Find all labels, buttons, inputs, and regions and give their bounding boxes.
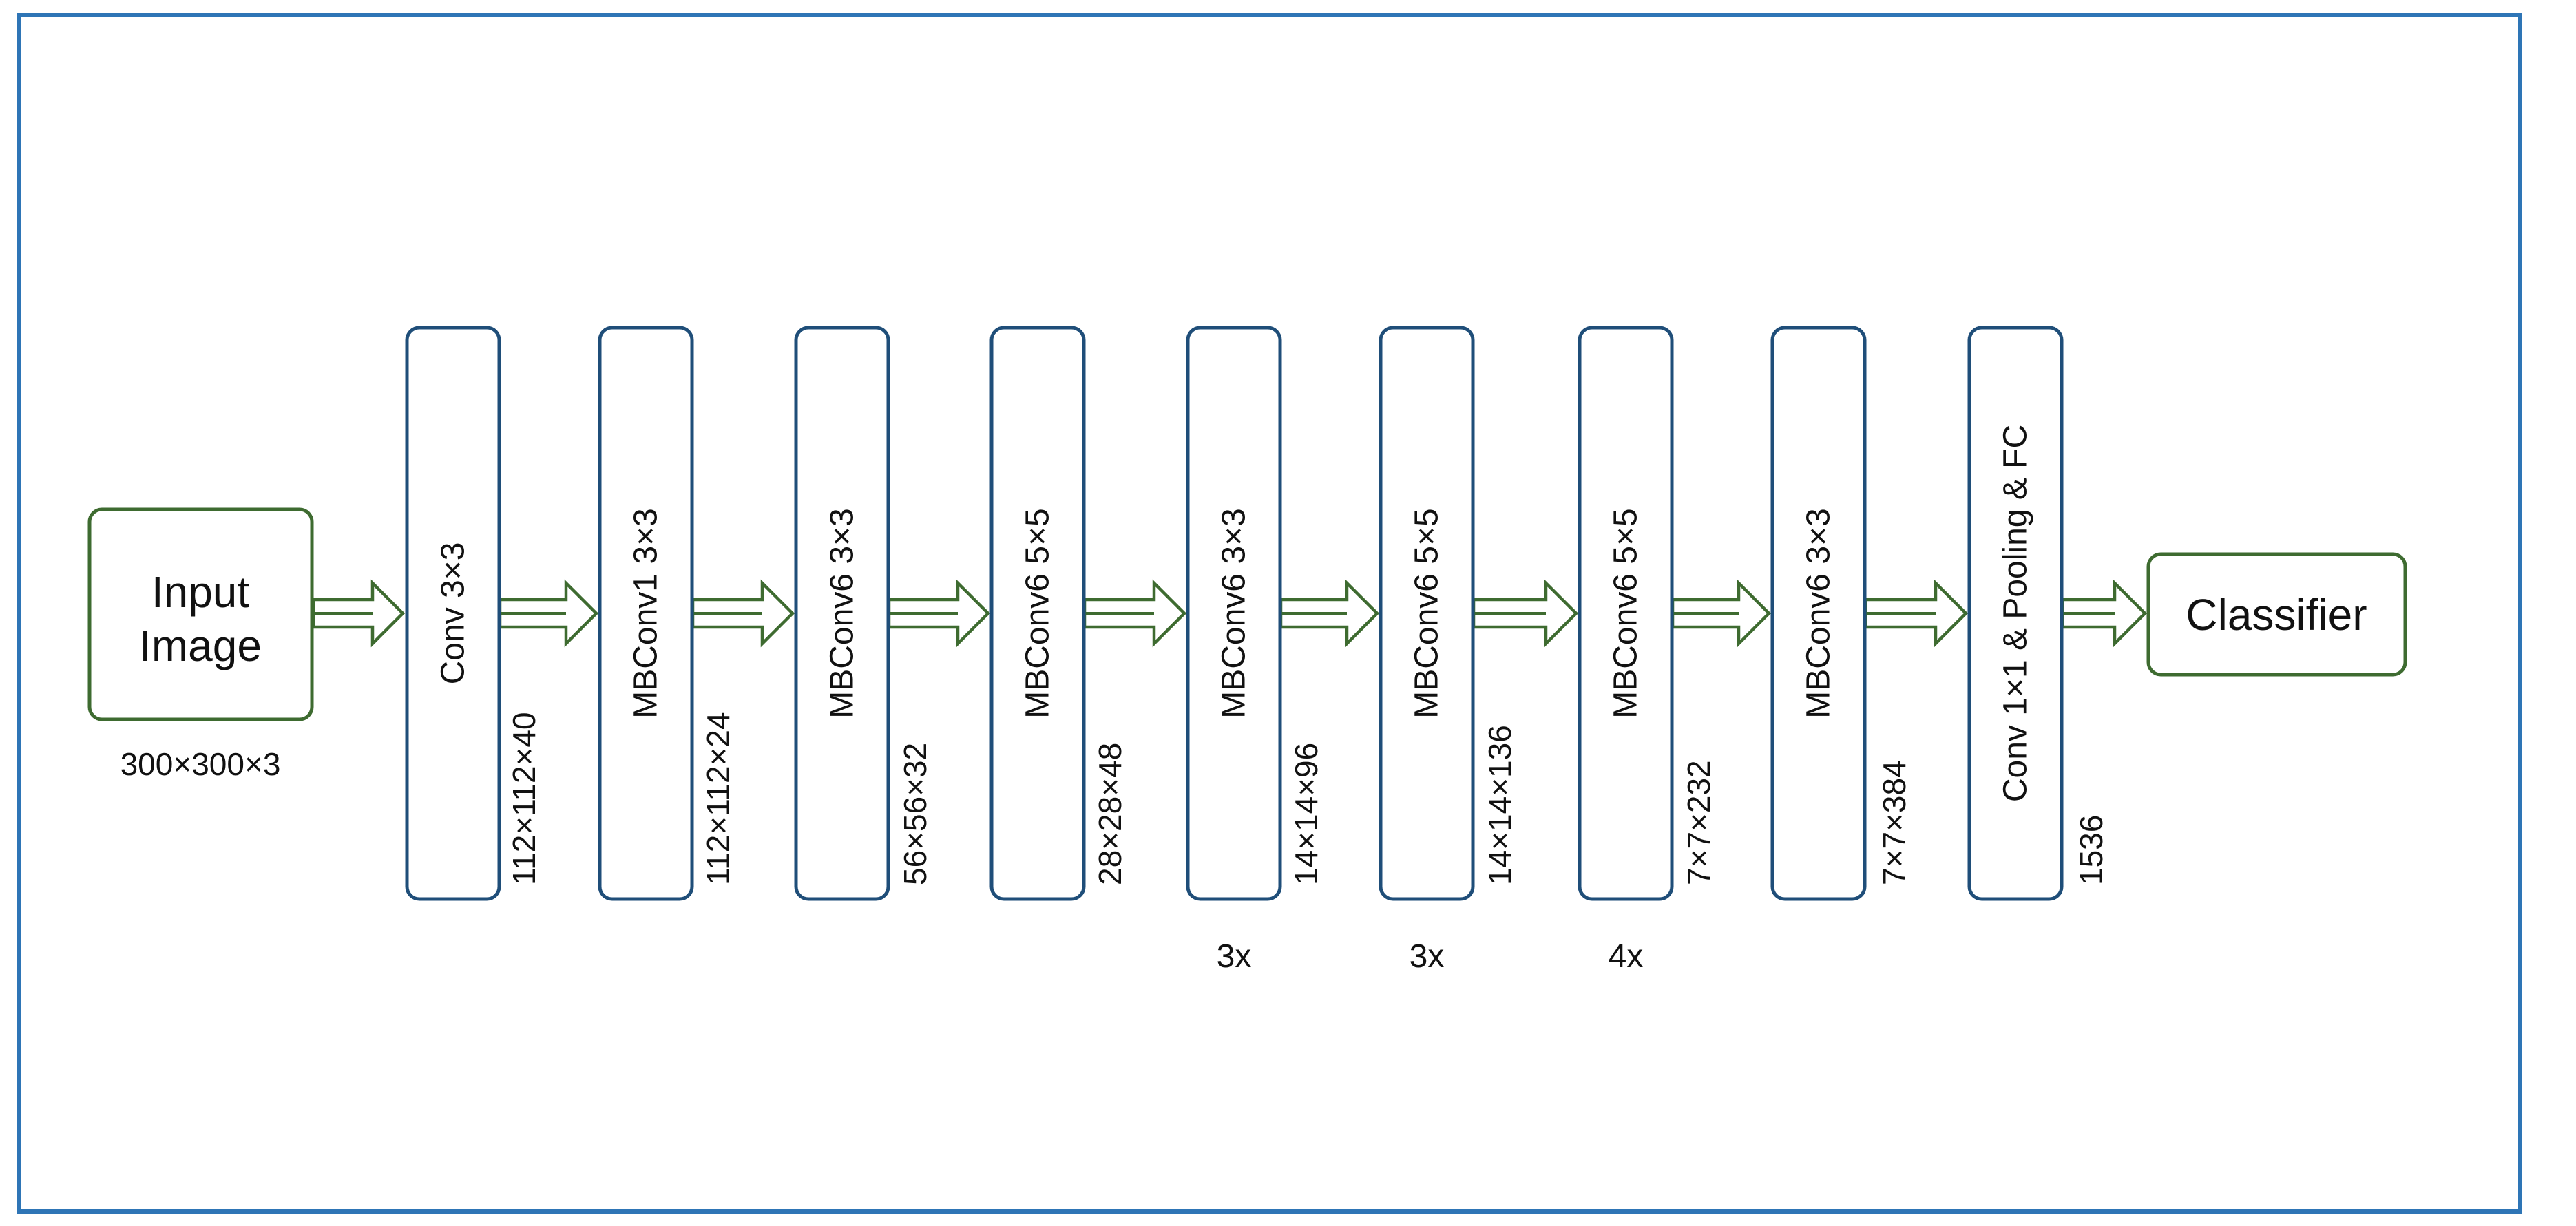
layer-repeat-count: 3x xyxy=(1410,938,1445,975)
layer-box xyxy=(1770,326,1867,901)
layer-block: MBConv6 3×3 7×7×384 xyxy=(1770,326,1912,901)
layer-repeat-count: 3x xyxy=(1217,938,1252,975)
layer-output-size: 14×14×96 xyxy=(1288,743,1324,885)
layer-box xyxy=(1578,326,1674,901)
classifier-box xyxy=(2146,552,2407,677)
input-image-node: Input Image 300×300×3 xyxy=(87,507,314,782)
layer-label: Conv 1×1 & Pooling & FC xyxy=(1998,425,2034,802)
classifier-label: Classifier xyxy=(2186,590,2367,640)
layer-output-size: 7×7×232 xyxy=(1681,760,1717,885)
layer-block: MBConv6 5×5 28×28×48 xyxy=(989,326,1128,901)
layer-block: MBConv1 3×3 112×112×24 xyxy=(598,326,736,901)
layer-output-size: 1536 xyxy=(2073,815,2109,885)
input-image-size: 300×300×3 xyxy=(121,746,281,782)
layer-output-size: 7×7×384 xyxy=(1876,760,1912,885)
layer-label: MBConv6 3×3 xyxy=(1216,508,1253,719)
layer-box xyxy=(405,326,501,901)
layer-block: MBConv6 3×3 14×14×96 3x xyxy=(1186,326,1324,975)
input-image-label-line2: Image xyxy=(139,621,262,670)
layer-label: MBConv6 3×3 xyxy=(1801,508,1837,719)
layer-output-size: 56×56×32 xyxy=(897,743,933,885)
layer-block: Conv 3×3 112×112×40 xyxy=(405,326,542,901)
layer-label: Conv 3×3 xyxy=(435,542,472,685)
layer-box xyxy=(1967,326,2064,901)
layer-output-size: 112×112×40 xyxy=(506,712,542,885)
layer-box xyxy=(989,326,1086,901)
layer-label: MBConv6 5×5 xyxy=(1409,508,1445,719)
flow-arrows xyxy=(311,579,2148,648)
layer-label: MBConv6 5×5 xyxy=(1020,508,1056,719)
layer-block: MBConv6 3×3 56×56×32 xyxy=(794,326,933,901)
classifier-node: Classifier xyxy=(2146,552,2407,677)
input-image-label-line1: Input xyxy=(151,567,250,617)
diagram-frame xyxy=(17,13,2522,1214)
layer-output-size: 112×112×24 xyxy=(700,712,736,885)
layer-label: MBConv6 3×3 xyxy=(824,508,861,719)
layer-output-size: 28×28×48 xyxy=(1092,743,1128,885)
layer-box xyxy=(1379,326,1475,901)
layer-box xyxy=(794,326,890,901)
layer-output-size: 14×14×136 xyxy=(1482,725,1518,885)
layer-block: MBConv6 5×5 14×14×136 3x xyxy=(1379,326,1518,975)
layer-repeat-count: 4x xyxy=(1609,938,1644,975)
layer-label: MBConv6 5×5 xyxy=(1608,508,1644,719)
layer-block: MBConv6 5×5 7×7×232 4x xyxy=(1578,326,1717,975)
layer-label: MBConv1 3×3 xyxy=(628,508,664,719)
layer-block: Conv 1×1 & Pooling & FC 1536 xyxy=(1967,326,2109,901)
layer-box xyxy=(1186,326,1282,901)
layer-box xyxy=(598,326,694,901)
